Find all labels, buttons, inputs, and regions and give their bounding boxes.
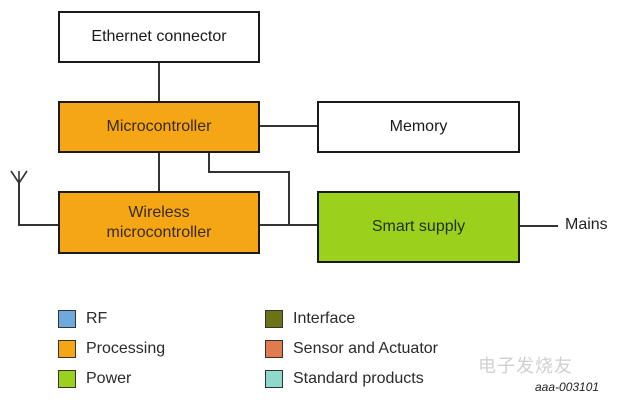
line-micro-wireless bbox=[158, 152, 160, 192]
legend-item-power: Power bbox=[58, 368, 131, 390]
line-antenna-v bbox=[18, 180, 20, 226]
line-wireless-supply bbox=[259, 224, 317, 226]
line-ethernet-micro bbox=[158, 62, 160, 101]
line-micro-supply-v1 bbox=[208, 152, 210, 172]
legend-label-interface: Interface bbox=[293, 310, 356, 327]
legend-label-rf: RF bbox=[86, 310, 108, 327]
line-antenna-wireless bbox=[18, 224, 58, 226]
legend-swatch-rf bbox=[58, 310, 76, 328]
smart-supply-label: Smart supply bbox=[371, 218, 466, 235]
wireless-label-line2: microcontroller bbox=[106, 223, 212, 241]
wireless-microcontroller-block: Wireless microcontroller bbox=[58, 191, 260, 254]
legend-item-interface: Interface bbox=[265, 308, 355, 330]
memory-label: Memory bbox=[389, 118, 448, 135]
line-supply-mains bbox=[519, 225, 558, 227]
legend-label-sensor-actuator: Sensor and Actuator bbox=[293, 340, 438, 357]
legend-swatch-power bbox=[58, 370, 76, 388]
legend-swatch-processing bbox=[58, 340, 76, 358]
line-micro-supply-v2 bbox=[288, 171, 290, 226]
smart-supply-block: Smart supply bbox=[317, 191, 520, 263]
legend-swatch-standard-products bbox=[265, 370, 283, 388]
figure-code: aaa-003101 bbox=[535, 380, 600, 394]
line-micro-memory bbox=[259, 125, 317, 127]
memory-block: Memory bbox=[317, 101, 520, 153]
ethernet-connector-block: Ethernet connector bbox=[58, 11, 260, 63]
antenna-icon bbox=[10, 170, 28, 184]
legend-label-power: Power bbox=[86, 370, 132, 387]
legend-item-processing: Processing bbox=[58, 338, 165, 360]
legend-item-rf: RF bbox=[58, 308, 107, 330]
mains-label: Mains bbox=[565, 216, 608, 233]
ethernet-connector-label: Ethernet connector bbox=[91, 28, 227, 45]
line-micro-supply-h bbox=[208, 171, 290, 173]
microcontroller-block: Microcontroller bbox=[58, 101, 260, 153]
legend-item-sensor-actuator: Sensor and Actuator bbox=[265, 338, 438, 360]
watermark: 电子发烧友 bbox=[478, 356, 573, 376]
legend-swatch-interface bbox=[265, 310, 283, 328]
legend-label-standard-products: Standard products bbox=[293, 370, 424, 387]
legend-item-standard-products: Standard products bbox=[265, 368, 424, 390]
microcontroller-label: Microcontroller bbox=[106, 118, 212, 135]
wireless-label-line1: Wireless bbox=[128, 203, 190, 221]
legend-swatch-sensor-actuator bbox=[265, 340, 283, 358]
legend-label-processing: Processing bbox=[86, 340, 166, 357]
